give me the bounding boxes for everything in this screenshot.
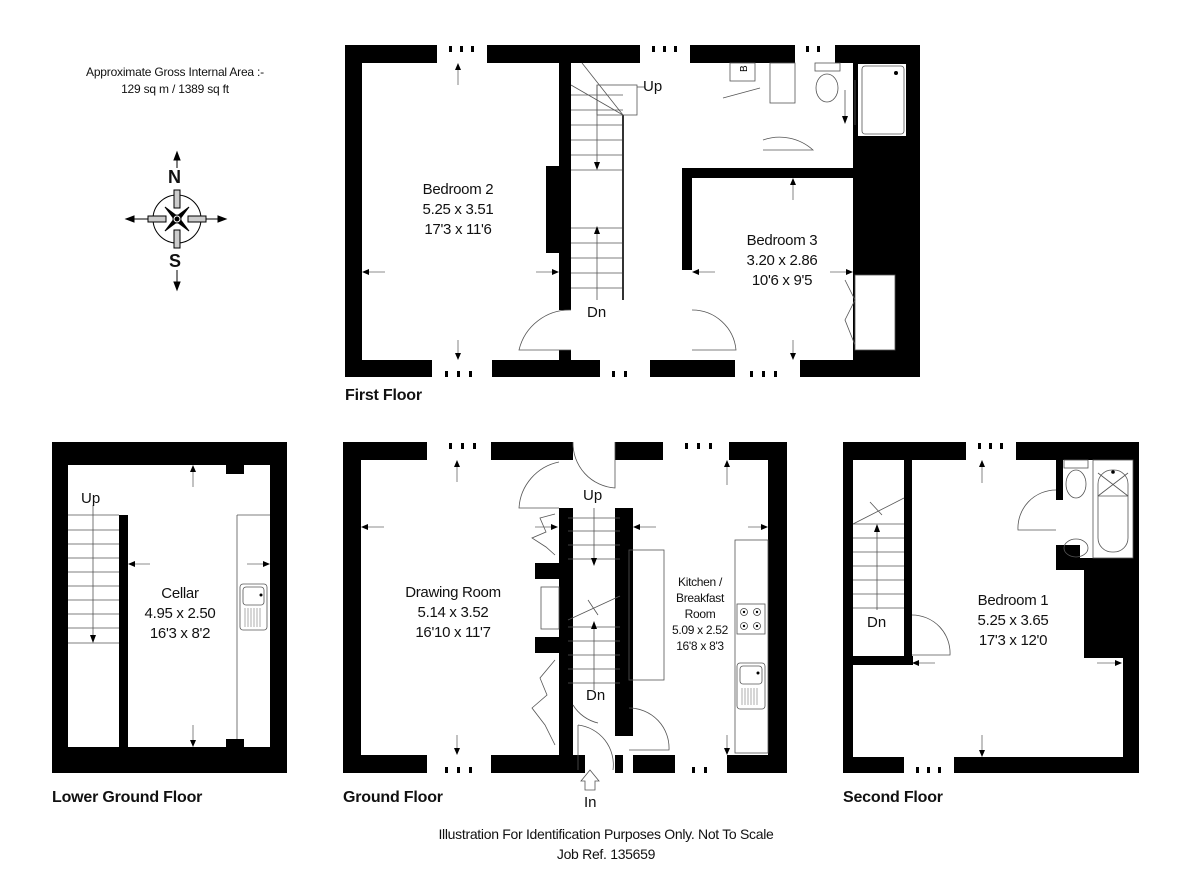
room-kitchen-breakfast: Kitchen / Breakfast Room 5.09 x 2.52 16'… [662, 574, 738, 654]
entrance-arrow-icon [580, 769, 600, 791]
gross-internal-area: Approximate Gross Internal Area :- 129 s… [40, 64, 310, 98]
room-drawing-room: Drawing Room 5.14 x 3.52 16'10 x 11'7 [388, 583, 518, 643]
room-name: Drawing Room [405, 584, 501, 601]
stairs-up-label: Up [81, 490, 101, 507]
compass-south-label: S [169, 251, 182, 271]
room-name-line2: Breakfast [676, 591, 724, 605]
room-name-line3: Room [684, 607, 716, 621]
room-name: Bedroom 2 [422, 181, 494, 198]
room-imperial: 17'3 x 11'6 [424, 221, 492, 238]
room-imperial: 17'3 x 12'0 [978, 632, 1048, 649]
boiler-icon: B [739, 65, 750, 72]
room-imperial: 16'8 x 8'3 [676, 639, 724, 653]
footer: Illustration For Identification Purposes… [300, 824, 912, 864]
stairs-up-label: Up [643, 78, 663, 95]
room-metric: 5.25 x 3.65 [977, 612, 1049, 629]
room-metric: 5.25 x 3.51 [422, 201, 494, 218]
room-name: Cellar [161, 585, 199, 602]
room-metric: 3.20 x 2.86 [746, 252, 818, 269]
room-imperial: 16'10 x 11'7 [415, 624, 491, 641]
room-imperial: 10'6 x 9'5 [751, 272, 813, 289]
job-reference: Job Ref. 135659 [556, 846, 656, 862]
room-name: Bedroom 1 [977, 592, 1049, 609]
room-imperial: 16'3 x 8'2 [149, 625, 211, 642]
floor-label-second: Second Floor [843, 789, 943, 806]
room-metric: 5.14 x 3.52 [417, 604, 489, 621]
area-value: 129 sq m / 1389 sq ft [121, 82, 229, 96]
room-bedroom-3: Bedroom 3 3.20 x 2.86 10'6 x 9'5 [722, 231, 842, 291]
area-title: Approximate Gross Internal Area :- [86, 65, 264, 79]
room-cellar: Cellar 4.95 x 2.50 16'3 x 8'2 [130, 584, 230, 644]
compass-north-label: N [168, 167, 181, 187]
second-floor-plan [843, 442, 1139, 773]
floor-label-ground: Ground Floor [343, 789, 443, 806]
room-name: Bedroom 3 [746, 232, 818, 249]
stairs-down-label: Dn [867, 614, 887, 631]
ground-floor-plan [343, 441, 787, 791]
room-name-line1: Kitchen / [678, 575, 722, 589]
floor-label-lower-ground: Lower Ground Floor [52, 789, 203, 806]
lower-ground-floor-plan [52, 442, 287, 773]
first-floor-plan: B [345, 45, 920, 377]
room-bedroom-1: Bedroom 1 5.25 x 3.65 17'3 x 12'0 [953, 591, 1073, 651]
entrance-label: In [584, 794, 597, 811]
stairs-down-label: Dn [586, 687, 606, 704]
disclaimer-text: Illustration For Identification Purposes… [438, 826, 774, 842]
hob-icon [740, 608, 761, 630]
stairs-down-label: Dn [587, 304, 607, 321]
floor-label-first: First Floor [345, 387, 422, 404]
room-metric: 5.09 x 2.52 [671, 623, 729, 637]
stairs-up-label: Up [583, 487, 603, 504]
room-metric: 4.95 x 2.50 [144, 605, 216, 622]
room-bedroom-2: Bedroom 2 5.25 x 3.51 17'3 x 11'6 [398, 180, 518, 240]
